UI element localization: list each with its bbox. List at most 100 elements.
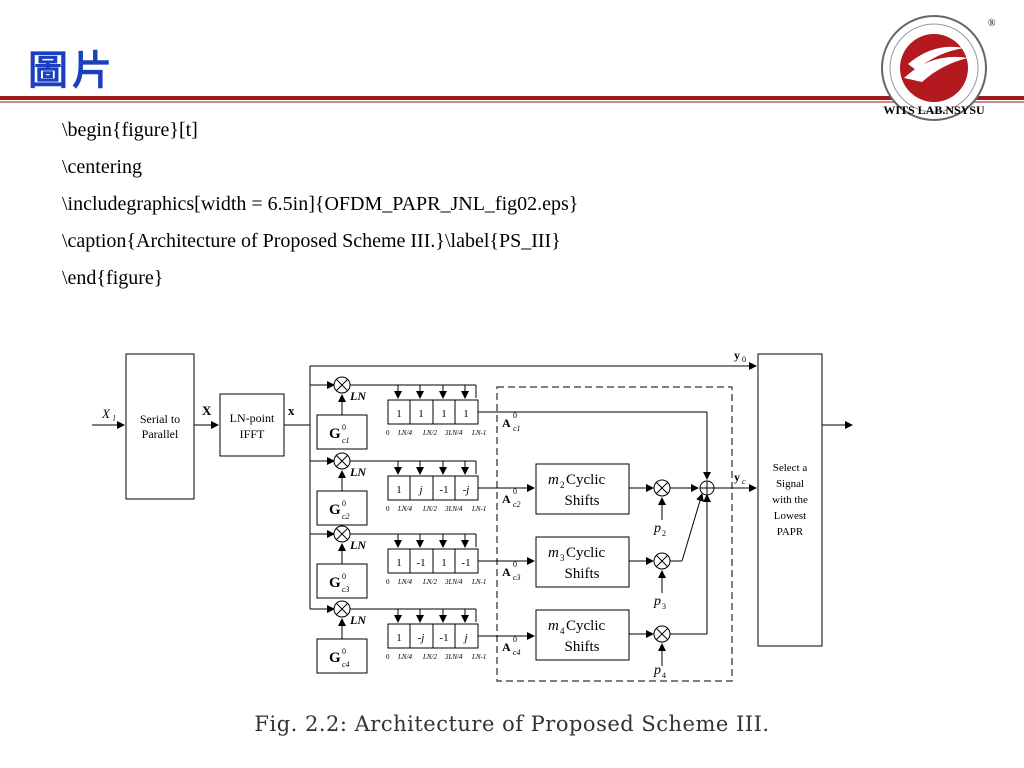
ifft-label-2: IFFT: [240, 427, 265, 441]
title-divider-shadow: [0, 101, 1024, 103]
tick: 3LN/4: [444, 429, 463, 437]
p-label: p: [653, 521, 661, 536]
shifts-label: Shifts: [564, 639, 599, 655]
title-divider: [0, 96, 1024, 100]
cell: -1: [439, 632, 448, 644]
branch-2: LN G 0 c2 1 j -1 -j 0 LN/4 LN/2 3LN/4 LN…: [310, 452, 699, 538]
cell: 1: [441, 408, 447, 420]
tick: LN-1: [471, 653, 486, 661]
select-label-3: with the: [772, 494, 808, 506]
p-sub: 4: [662, 671, 666, 680]
yc-sub: c: [742, 477, 746, 486]
m-sub: 4: [560, 626, 565, 636]
tick: 0: [386, 653, 390, 661]
ln-label: LN: [349, 389, 367, 403]
sp-label-1: Serial to: [140, 412, 180, 426]
select-block: [757, 353, 823, 647]
tick: LN/2: [422, 505, 438, 513]
a-sub: c4: [513, 648, 521, 657]
branch-4: LN G 0 c4 1 -j -1 j 0 LN/4 LN/2 3LN/4 LN…: [310, 494, 711, 680]
tick: LN/2: [422, 578, 438, 586]
cell: -1: [416, 557, 425, 569]
p-sub: 3: [662, 602, 666, 611]
cell: -j: [418, 632, 425, 644]
m-sub: 2: [560, 480, 565, 490]
svg-text:®: ®: [988, 18, 996, 29]
y0-label: y: [734, 348, 740, 362]
p-label: p: [653, 594, 661, 609]
cell: 1: [441, 557, 447, 569]
g-label: G: [329, 575, 341, 591]
tick: 0: [386, 505, 390, 513]
cyclic-label: Cyclic: [566, 472, 605, 488]
cyclic-shift-block: [535, 536, 630, 588]
code-line: \end{figure}: [62, 267, 164, 289]
tick: LN/4: [397, 653, 413, 661]
input-label: X: [101, 406, 111, 421]
y0-sub: 0: [742, 355, 746, 364]
wits-lab-logo: WITS LAB.NSYSU ®: [872, 12, 996, 124]
tick: 0: [386, 429, 390, 437]
tick: 0: [386, 578, 390, 586]
g-sub: c4: [342, 660, 350, 669]
cyclic-label: Cyclic: [566, 545, 605, 561]
select-label-1: Select a: [773, 462, 808, 474]
cyclic-shift-block: [535, 609, 630, 661]
cell: j: [462, 632, 467, 644]
tick: 3LN/4: [444, 578, 463, 586]
g-label: G: [329, 502, 341, 518]
cell: -j: [463, 484, 470, 496]
cell: -1: [461, 557, 470, 569]
tick: LN/2: [422, 429, 438, 437]
branch-3: LN G 0 c3 1 -1 1 -1 0 LN/4 LN/2 3LN/4 LN…: [310, 493, 704, 611]
tick: LN/4: [397, 578, 413, 586]
cyclic-shift-block: [535, 463, 630, 515]
ifft-label-1: LN-point: [230, 411, 275, 425]
a-sup: 0: [513, 487, 517, 496]
a-sup: 0: [513, 560, 517, 569]
g-sub: c2: [342, 512, 350, 521]
g-sup: 0: [342, 499, 346, 508]
tick: LN/4: [397, 505, 413, 513]
m-label: m: [548, 472, 559, 488]
cell: -1: [439, 484, 448, 496]
tick: LN-1: [471, 505, 486, 513]
p-sub: 2: [662, 529, 666, 538]
a-label: A: [502, 565, 511, 579]
architecture-diagram: X l Serial to Parallel X LN-point IFFT x…: [88, 340, 868, 690]
g-sub: c1: [342, 436, 350, 445]
g-sup: 0: [342, 572, 346, 581]
a-sub: c3: [513, 573, 521, 582]
p-label: p: [653, 663, 661, 678]
m-label: m: [548, 618, 559, 634]
sp-label-2: Parallel: [142, 427, 179, 441]
tick: 3LN/4: [444, 505, 463, 513]
ln-label: LN: [349, 613, 367, 627]
cell: 1: [396, 557, 402, 569]
a-label: A: [502, 416, 511, 430]
latex-code-block: \begin{figure}[t] \centering \includegra…: [62, 112, 578, 297]
cell: j: [417, 484, 422, 496]
tick: 3LN/4: [444, 653, 463, 661]
ln-label: LN: [349, 538, 367, 552]
tick: LN-1: [471, 429, 486, 437]
cell: 1: [396, 484, 402, 496]
shifts-label: Shifts: [564, 493, 599, 509]
g-sup: 0: [342, 423, 346, 432]
select-label-5: PAPR: [777, 526, 804, 538]
ln-label: LN: [349, 465, 367, 479]
cell: 1: [463, 408, 469, 420]
select-label-4: Lowest: [774, 510, 806, 522]
serial-to-parallel-block: [125, 353, 195, 500]
code-line: \caption{Architecture of Proposed Scheme…: [62, 230, 561, 252]
a-sub: c1: [513, 424, 521, 433]
a-label: A: [502, 640, 511, 654]
ifft-block: [219, 393, 285, 457]
select-label-2: Signal: [776, 478, 804, 490]
cell: 1: [396, 408, 402, 420]
cell: 1: [418, 408, 424, 420]
a-sup: 0: [513, 411, 517, 420]
yc-label: y: [734, 470, 740, 484]
cell: 1: [396, 632, 402, 644]
figure-caption: Fig. 2.2: Architecture of Proposed Schem…: [254, 712, 770, 736]
